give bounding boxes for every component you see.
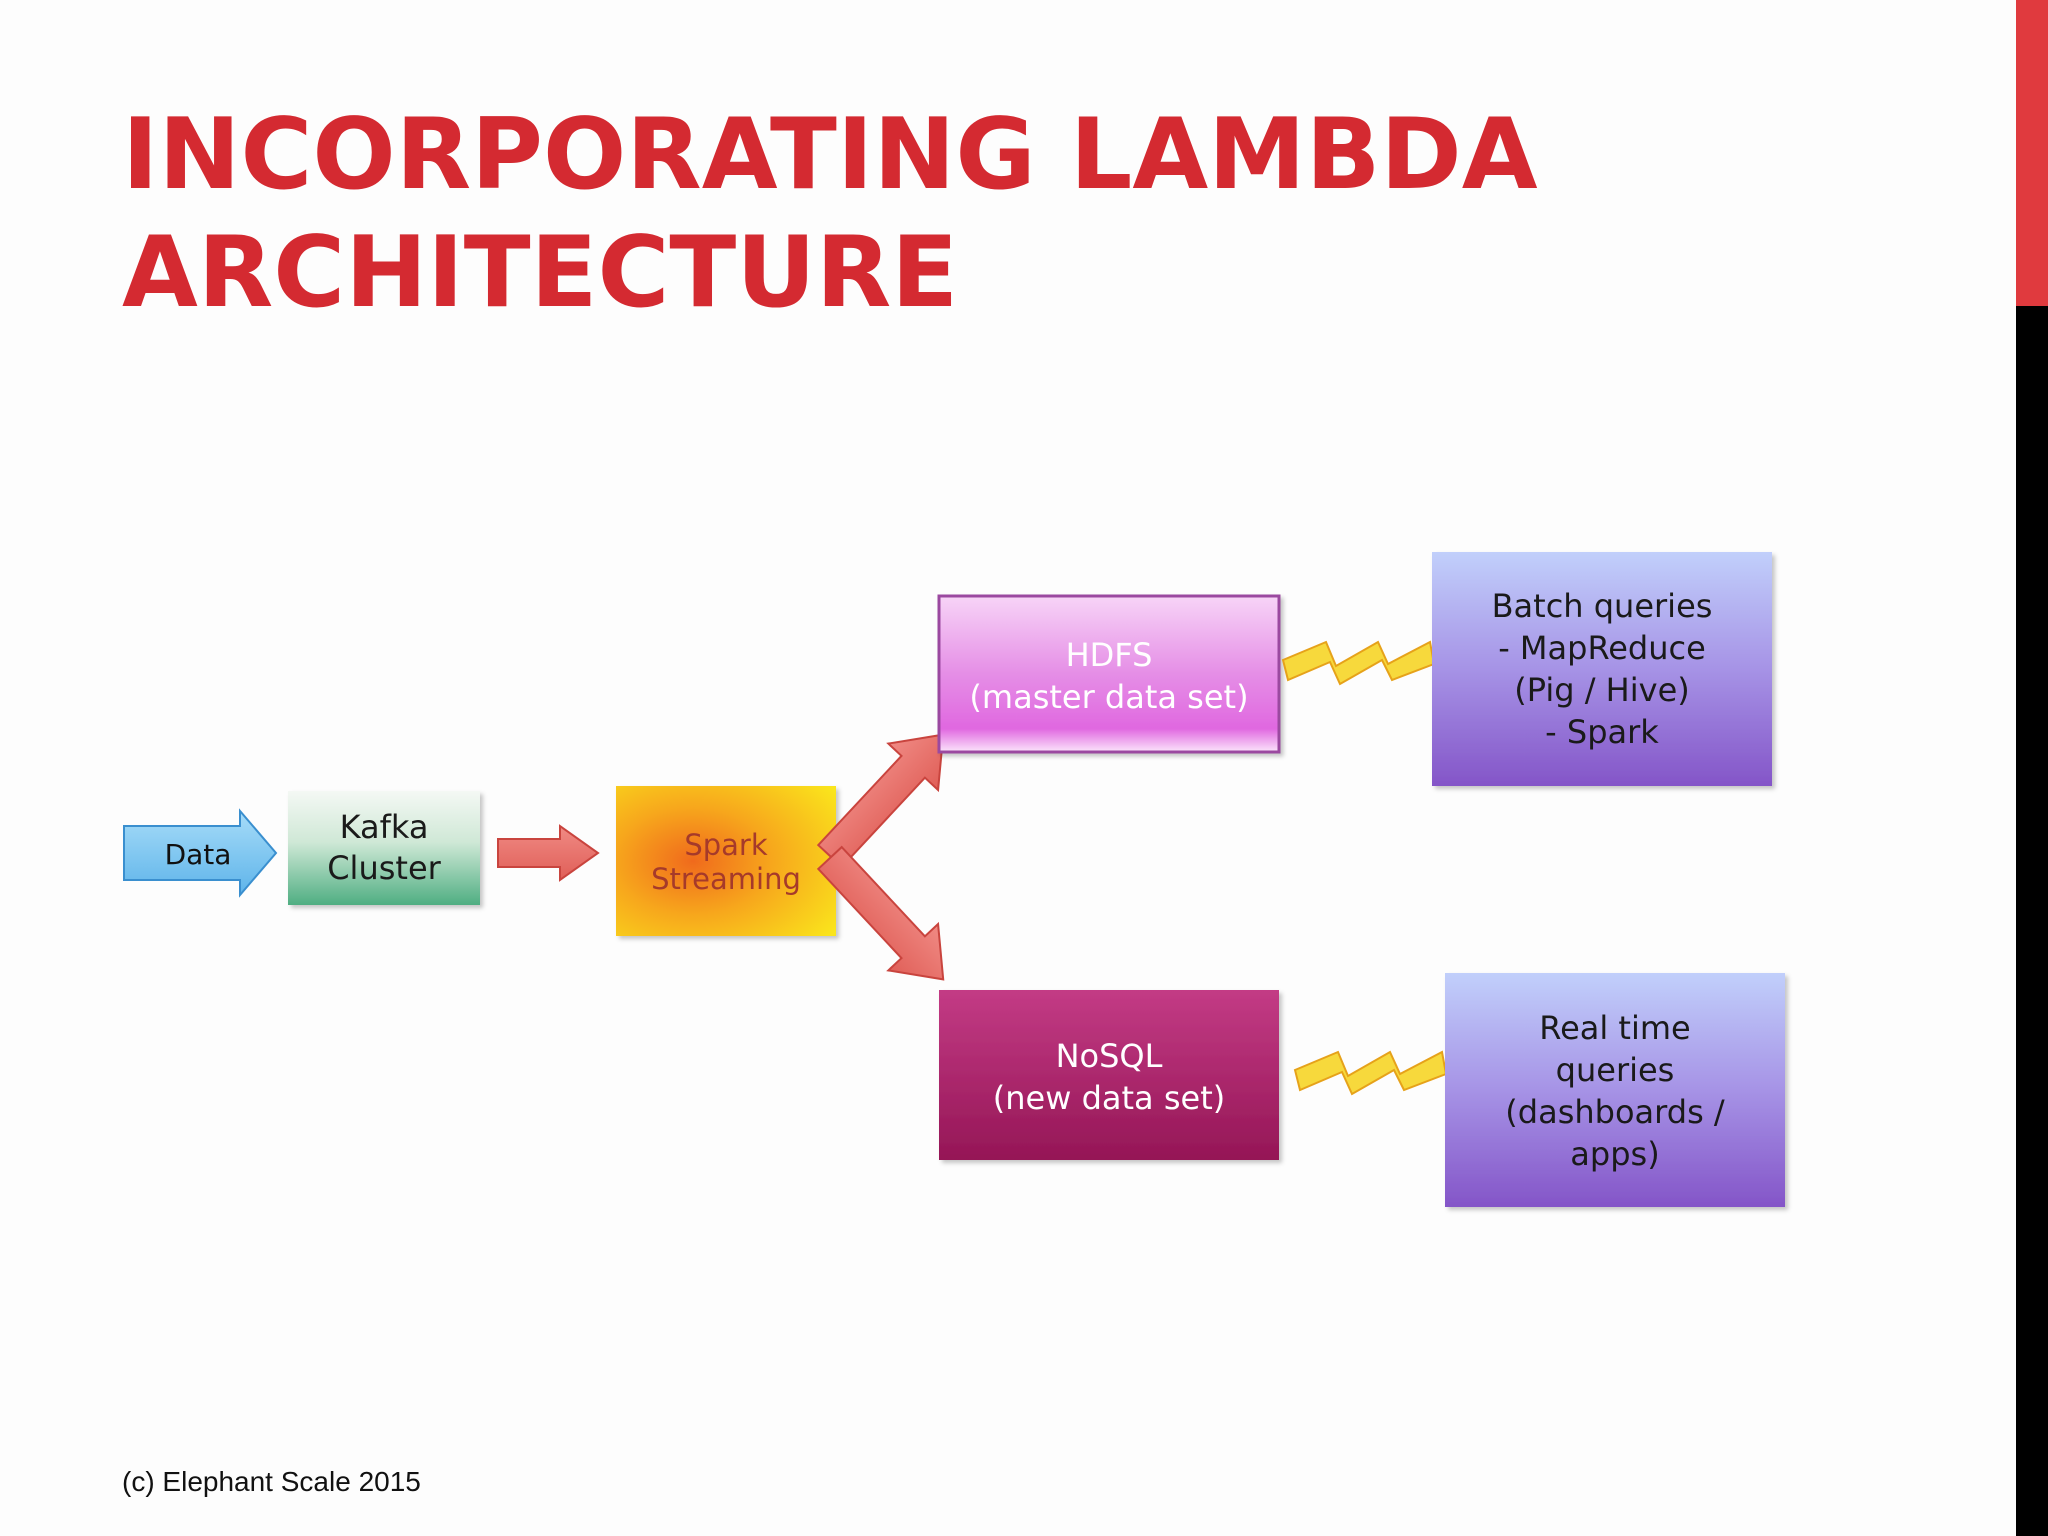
realtime-label-line4: apps)	[1570, 1135, 1659, 1173]
spark-label-line1: Spark	[684, 828, 768, 862]
realtime-label-line1: Real time	[1539, 1009, 1690, 1047]
batch-label-line3: (Pig / Hive)	[1514, 671, 1689, 709]
spark-label-line2: Streaming	[651, 862, 801, 896]
lightning-bolt-icon	[1293, 1050, 1448, 1096]
lightning-bolt-icon	[1281, 640, 1436, 686]
accent-bar-black	[2016, 306, 2048, 1536]
batch-queries-box	[1432, 552, 1772, 786]
copyright-footer: (c) Elephant Scale 2015	[122, 1466, 421, 1497]
kafka-label-line1: Kafka	[340, 808, 429, 846]
title-line-2: ARCHITECTURE	[122, 216, 959, 330]
spark-streaming-box	[616, 786, 836, 936]
title-line-1: INCORPORATING LAMBDA	[122, 98, 1538, 212]
data-label: Data	[165, 838, 232, 871]
nosql-box	[939, 990, 1279, 1160]
batch-label-line1: Batch queries	[1492, 587, 1713, 625]
accent-bar-red	[2016, 0, 2048, 306]
hdfs-box	[937, 594, 1281, 754]
batch-label-line2: - MapReduce	[1498, 629, 1706, 667]
realtime-queries-box	[1445, 973, 1785, 1207]
hdfs-label-line1: HDFS	[1066, 636, 1153, 674]
realtime-label-line3: (dashboards /	[1505, 1093, 1725, 1131]
hdfs-label-line2: (master data set)	[969, 678, 1248, 716]
slide-title: INCORPORATING LAMBDA ARCHITECTURE	[122, 96, 1902, 332]
kafka-to-spark-arrow-icon	[497, 824, 600, 882]
kafka-label-line2: Cluster	[327, 849, 441, 887]
batch-label-line4: - Spark	[1545, 713, 1659, 751]
data-arrow-icon	[123, 808, 278, 898]
nosql-label-line2: (new data set)	[993, 1079, 1225, 1117]
spark-to-hdfs-arrow-icon	[816, 733, 945, 869]
realtime-label-line2: queries	[1556, 1051, 1675, 1089]
nosql-label-line1: NoSQL	[1056, 1037, 1163, 1075]
kafka-cluster-box	[288, 791, 480, 905]
spark-to-nosql-arrow-icon	[816, 845, 945, 981]
